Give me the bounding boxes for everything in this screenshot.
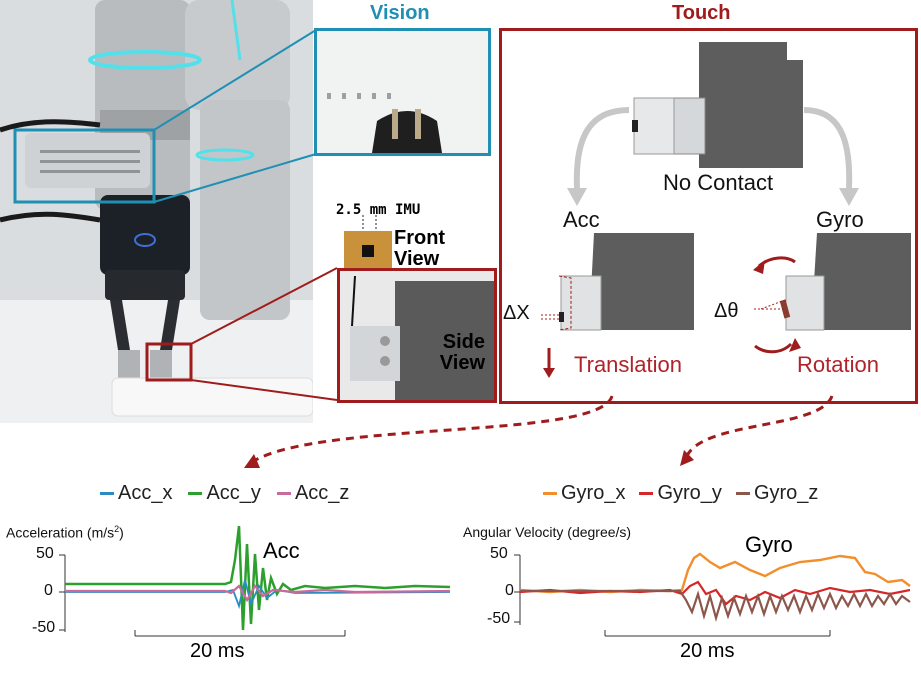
gyro-axis-title: Angular Velocity (degree/s): [463, 524, 632, 540]
gyro-tick-neg50: -50: [487, 610, 511, 627]
gyro-label: Gyro: [816, 207, 864, 232]
gyro-scale-label: 20 ms: [680, 640, 735, 662]
finger-no-contact: [632, 42, 803, 168]
imu-side-photo: [337, 268, 497, 403]
acc-tick-0: 0: [44, 582, 53, 599]
acc-x-swatch: [100, 492, 114, 495]
acc-inner-label: Acc: [263, 538, 300, 563]
gyro-plot: [514, 552, 911, 637]
acc-z-swatch: [276, 492, 291, 495]
gyro-legend: Gyro_x Gyro_y Gyro_z: [543, 482, 818, 505]
imu-front-photo: [344, 215, 392, 275]
acc-z-legend: Acc_z: [294, 482, 350, 504]
gyro-z-legend: Gyro_z: [753, 482, 819, 504]
robot-photo: [0, 0, 313, 423]
acc-tick-50: 50: [36, 545, 54, 562]
imu-size-label: 2.5 mm IMU: [336, 202, 421, 218]
gyro-tick-0: 0: [505, 582, 514, 599]
touch-diagram: [541, 42, 911, 378]
gyro-z-swatch: [735, 492, 750, 495]
gyro-x-legend: Gyro_x: [561, 482, 626, 504]
acc-x-legend: Acc_x: [118, 482, 173, 504]
no-contact-label: No Contact: [663, 170, 774, 195]
vision-photo: [314, 28, 491, 156]
gyro-y-legend: Gyro_y: [657, 482, 722, 504]
acc-axis-title: Acceleration (m/s2): [6, 524, 124, 541]
touch-panel: [499, 28, 918, 404]
gyro-inner-label: Gyro: [745, 532, 793, 557]
acc-label: Acc: [563, 207, 600, 232]
gyro-y-swatch: [639, 492, 654, 495]
acc-tick-neg50: -50: [32, 619, 56, 636]
acc-legend: Acc_x Acc_y Acc_z: [100, 482, 349, 505]
delta-theta-label: Δθ: [714, 300, 739, 322]
translation-label: Translation: [574, 352, 683, 377]
vision-title: Vision: [370, 2, 430, 24]
delta-x-label: ΔX: [503, 302, 530, 324]
rotation-label: Rotation: [797, 352, 879, 377]
acc-y-legend: Acc_y: [206, 482, 261, 504]
gyro-x-swatch: [543, 492, 557, 495]
gyro-tick-50: 50: [490, 545, 508, 562]
touch-title: Touch: [672, 2, 731, 24]
acc-y-swatch: [188, 492, 203, 495]
acc-plot: [59, 525, 451, 637]
acc-scale-label: 20 ms: [190, 640, 245, 662]
